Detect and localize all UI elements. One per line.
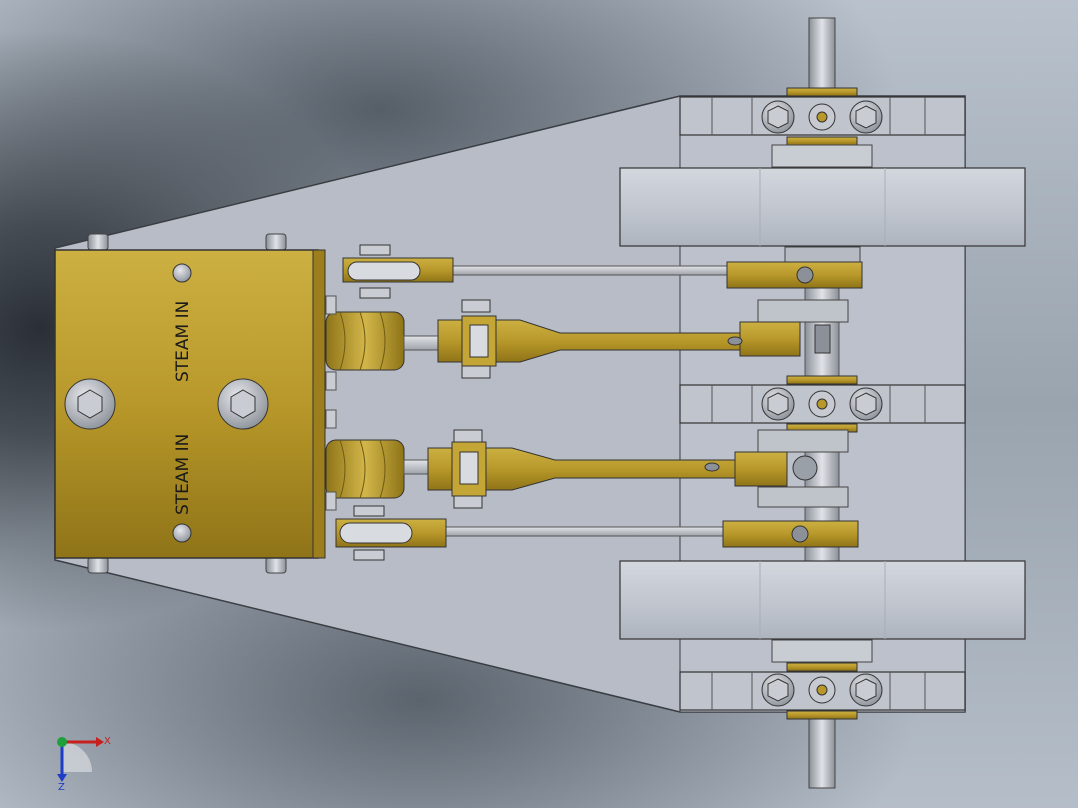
triad-x-label: X [104,736,111,747]
bearing-block-bottom [679,662,966,720]
bearing-block-middle [679,375,966,433]
shaft-collars [757,144,873,663]
cylinder-bottom [325,439,435,499]
steam-in-label-bottom: STEAM IN [173,434,193,515]
cylinder-top [325,311,445,371]
valve-rod-top [342,244,863,299]
flywheel-bottom [619,560,1026,640]
connecting-rod-bottom [427,429,818,509]
bearing-block-top [679,87,966,146]
connecting-rod-top [437,299,831,379]
valve-rod-bottom [335,505,859,561]
steam-in-label-top: STEAM IN [173,301,193,382]
triad-z-label: Z [58,782,65,793]
coordinate-triad: X Z [57,736,111,793]
steam-block: STEAM IN STEAM IN [54,249,337,559]
flywheel-top [619,167,1026,247]
